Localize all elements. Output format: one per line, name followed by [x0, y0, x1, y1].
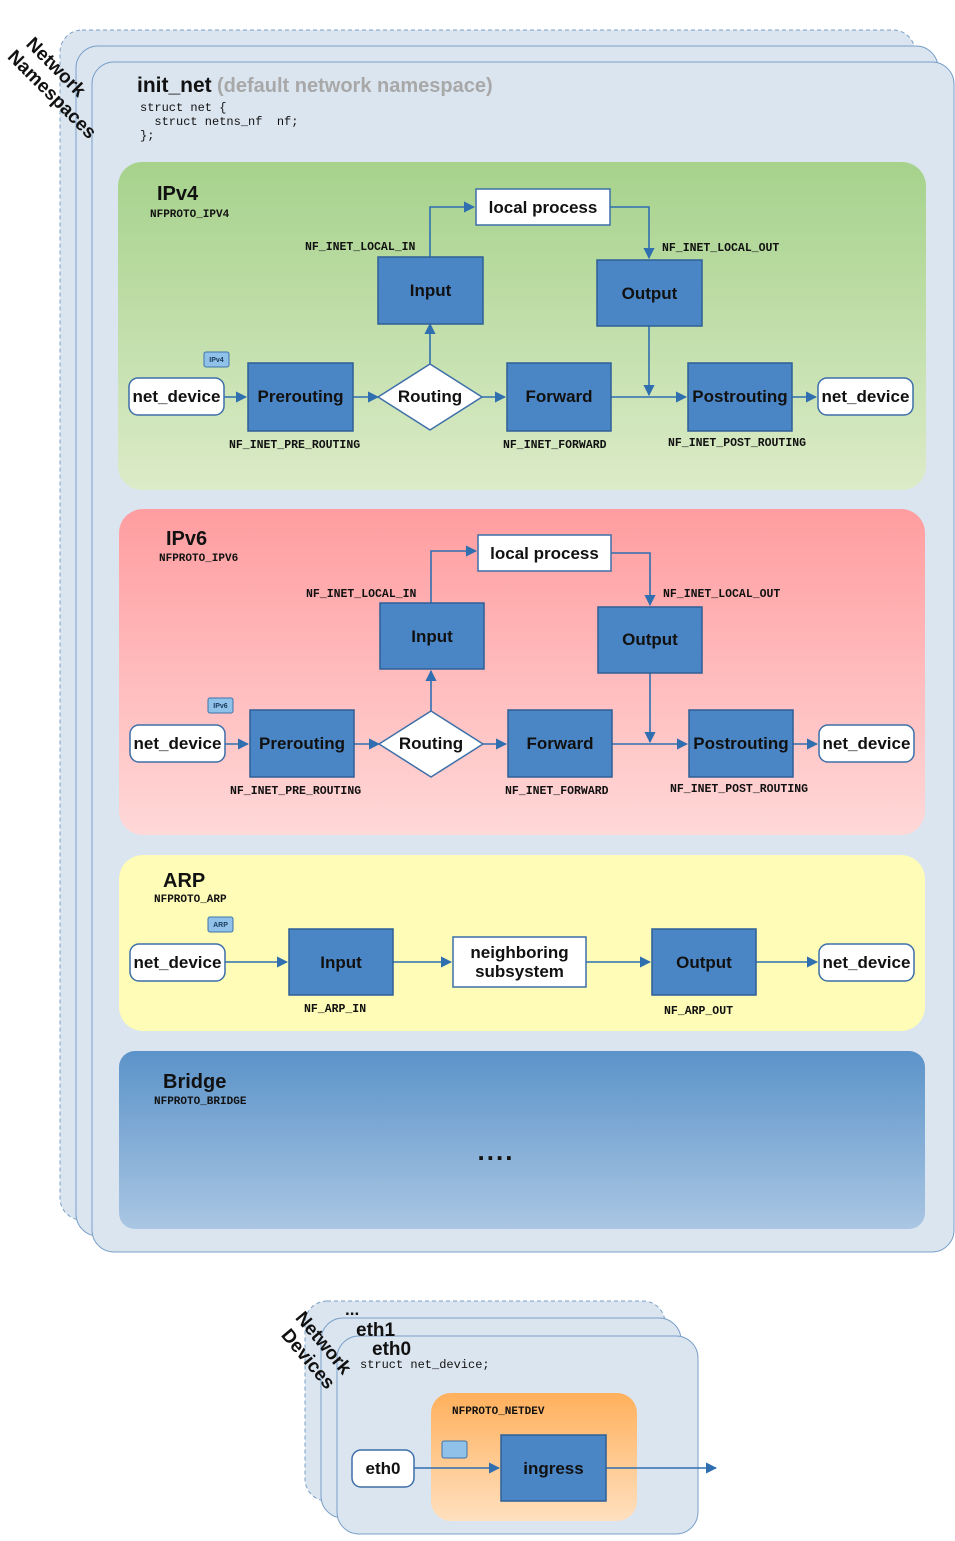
- ipv6-hook-local-in: NF_INET_LOCAL_IN: [306, 588, 417, 601]
- ipv4-input-label: Input: [410, 281, 452, 300]
- ipv6-net-device-in: [129, 724, 226, 763]
- ipv6-section: IPv6 NFPROTO_IPV6 IPv6 net_device Prerou…: [119, 509, 925, 835]
- ipv4-postrouting-block: [687, 362, 793, 432]
- ipv6-net-device-in-label: net_device: [134, 734, 222, 753]
- ipv4-output-label: Output: [622, 284, 678, 303]
- ipv6-postrouting-label: Postrouting: [693, 734, 788, 753]
- ipv4-hook-forward: NF_INET_FORWARD: [503, 439, 607, 452]
- ipv6-output-block: [597, 606, 703, 674]
- ipv4-title: IPv4: [157, 183, 199, 205]
- ipv6-title: IPv6: [166, 528, 207, 550]
- arp-neighboring-label-line2: subsystem: [475, 962, 564, 981]
- init-net-subtitle: (default network namespace): [217, 75, 493, 97]
- ipv6-arrow-local-output: [611, 552, 656, 607]
- bridge-proto: NFPROTO_BRIDGE: [154, 1096, 247, 1108]
- ipv6-proto: NFPROTO_IPV6: [159, 553, 238, 565]
- ipv4-routing-diamond: [376, 363, 484, 431]
- ipv6-output-label: Output: [622, 630, 678, 649]
- ipv4-arrow-input-local: [429, 201, 476, 257]
- netdev-ingress-label: ingress: [523, 1459, 583, 1478]
- ipv6-input-block: [379, 602, 485, 670]
- ipv4-routing-label: Routing: [398, 387, 462, 406]
- device-eth1-title: eth1: [356, 1320, 396, 1341]
- arp-section: ARP NFPROTO_ARP ARP net_device Input nei…: [119, 855, 925, 1031]
- ipv4-hook-local-out: NF_INET_LOCAL_OUT: [662, 242, 779, 255]
- svg-text:IPv4: IPv4: [209, 357, 224, 364]
- ipv6-arrow-input-local: [430, 545, 478, 603]
- ipv4-forward-block: [506, 362, 612, 432]
- ipv6-net-device-out: [818, 724, 915, 763]
- arp-net-device-in: [129, 943, 226, 982]
- svg-text:IPv6: IPv6: [213, 703, 228, 710]
- svg-text:ARP: ARP: [213, 922, 228, 929]
- ipv4-packet-icon: IPv4: [203, 351, 230, 368]
- ipv4-net-device-out-label: net_device: [822, 387, 910, 406]
- arp-output-label: Output: [676, 953, 732, 972]
- ipv6-prerouting-label: Prerouting: [259, 734, 345, 753]
- ipv6-local-process-label: local process: [490, 544, 599, 563]
- ipv4-output-block: [596, 259, 703, 327]
- ipv6-forward-label: Forward: [526, 734, 593, 753]
- netdev-ingress-block: [500, 1434, 607, 1502]
- arp-hook-out: NF_ARP_OUT: [664, 1005, 733, 1018]
- arp-neighboring-label-line1: neighboring: [470, 943, 568, 962]
- ipv4-net-device-in-label: net_device: [133, 387, 221, 406]
- ipv4-hook-pre-routing: NF_INET_PRE_ROUTING: [229, 439, 360, 452]
- ipv6-forward-block: [507, 709, 613, 778]
- ipv4-forward-label: Forward: [525, 387, 592, 406]
- ipv4-hook-local-in: NF_INET_LOCAL_IN: [305, 241, 416, 254]
- ipv6-packet-icon: IPv6: [207, 697, 234, 714]
- init-net-code-line3: };: [140, 129, 154, 143]
- arp-net-device-out-label: net_device: [823, 953, 911, 972]
- arp-proto: NFPROTO_ARP: [154, 894, 227, 906]
- ipv6-input-label: Input: [411, 627, 453, 646]
- ipv6-net-device-out-label: net_device: [823, 734, 911, 753]
- ipv4-prerouting-label: Prerouting: [258, 387, 344, 406]
- netdev-packet-icon: [441, 1440, 468, 1459]
- device-eth0-code: struct net_device;: [360, 1358, 490, 1372]
- ipv6-routing-diamond: [377, 710, 485, 778]
- arp-input-label: Input: [320, 953, 362, 972]
- arp-input-block: [288, 928, 394, 996]
- ipv4-section: IPv4 NFPROTO_IPV4 IPv4 net_device Prerou…: [118, 162, 926, 490]
- bridge-ellipsis: ....: [478, 1136, 515, 1166]
- ipv6-prerouting-block: [249, 709, 355, 778]
- ipv4-net-device-in: [128, 377, 225, 416]
- ipv6-hook-post-routing: NF_INET_POST_ROUTING: [670, 783, 808, 796]
- ipv4-local-process: [475, 188, 611, 226]
- arp-hook-in: NF_ARP_IN: [304, 1003, 366, 1016]
- devices-more: ...: [345, 1300, 359, 1319]
- bridge-section: Bridge NFPROTO_BRIDGE ....: [119, 1051, 925, 1229]
- init-net-code-line2: struct netns_nf nf;: [140, 115, 298, 129]
- ipv4-arrow-local-output: [610, 206, 655, 260]
- ipv6-hook-pre-routing: NF_INET_PRE_ROUTING: [230, 785, 361, 798]
- ipv4-prerouting-block: [247, 362, 354, 432]
- ipv6-postrouting-block: [688, 709, 794, 778]
- device-eth0-title: eth0: [372, 1339, 411, 1360]
- ipv6-hook-local-out: NF_INET_LOCAL_OUT: [663, 588, 780, 601]
- arp-output-block: [651, 928, 757, 996]
- arp-packet-icon: ARP: [207, 916, 234, 933]
- ipv6-routing-label: Routing: [399, 734, 463, 753]
- ipv4-postrouting-label: Postrouting: [692, 387, 787, 406]
- arp-net-device-in-label: net_device: [134, 953, 222, 972]
- init-net-title: init_net: [137, 74, 212, 97]
- arp-title: ARP: [163, 870, 205, 892]
- ipv4-hook-post-routing: NF_INET_POST_ROUTING: [668, 437, 806, 450]
- netdev-eth0-box: [351, 1449, 415, 1488]
- arp-net-device-out: [818, 943, 915, 982]
- ipv6-hook-forward: NF_INET_FORWARD: [505, 785, 609, 798]
- bridge-panel: [119, 1051, 925, 1229]
- ipv4-net-device-out: [817, 377, 914, 416]
- ipv4-proto: NFPROTO_IPV4: [150, 209, 230, 221]
- bridge-title: Bridge: [163, 1071, 226, 1093]
- ipv4-input-block: [377, 256, 484, 325]
- netdev-proto: NFPROTO_NETDEV: [452, 1406, 545, 1418]
- netdev-eth0-label: eth0: [366, 1459, 401, 1478]
- arp-neighboring-subsystem: [452, 936, 587, 988]
- init-net-code-line1: struct net {: [140, 101, 226, 115]
- ipv4-local-process-label: local process: [489, 198, 598, 217]
- ipv6-local-process: [477, 534, 612, 572]
